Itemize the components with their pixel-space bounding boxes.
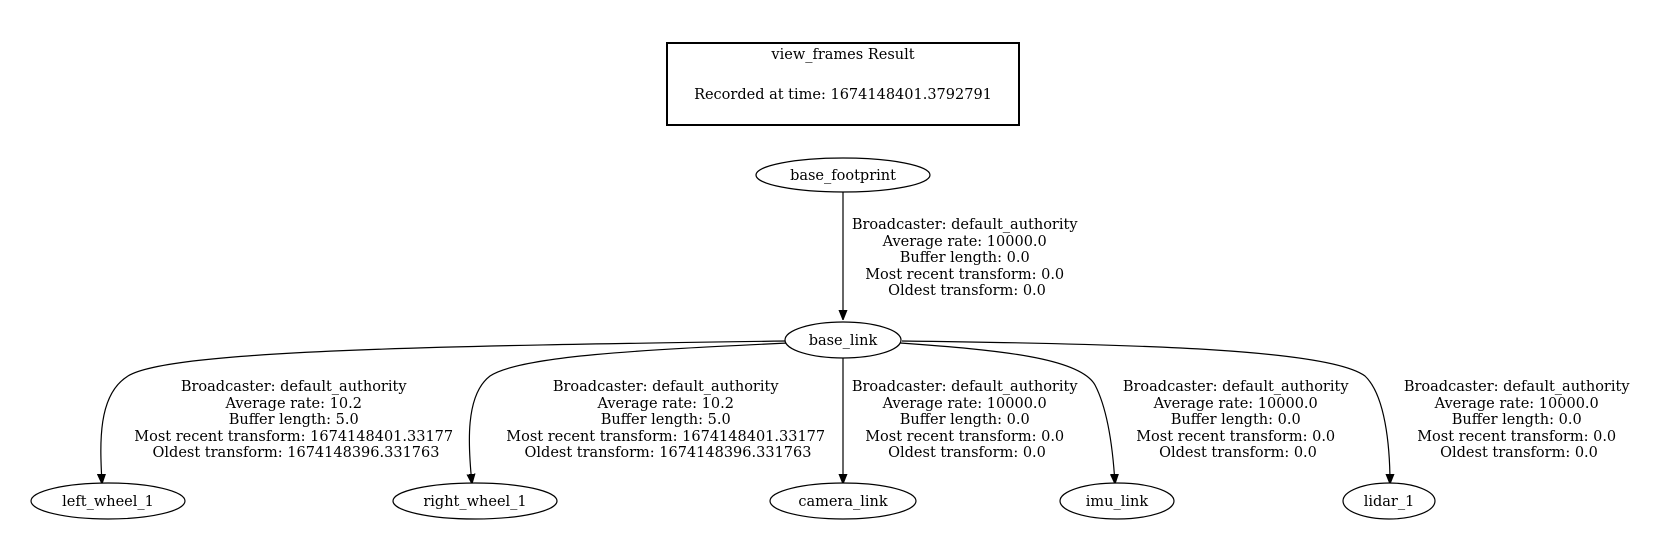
node-lidar-1: lidar_1 — [1342, 482, 1436, 520]
edge-label: Broadcaster: default_authority Average r… — [852, 217, 1082, 299]
edge-base-link-to-camera-link: Broadcaster: default_authority Average r… — [843, 358, 1082, 484]
edge-label: Broadcaster: default_authority Average r… — [1404, 379, 1634, 461]
header-border — [666, 42, 1020, 126]
header-recorded-time: Recorded at time: 1674148401.3792791 — [694, 87, 992, 103]
node-imu-link: imu_link — [1059, 482, 1175, 520]
edge-label: Broadcaster: default_authority Average r… — [1123, 379, 1353, 461]
edge-base-link-to-lidar-1: Broadcaster: default_authority Average r… — [901, 340, 1634, 484]
node-label: imu_link — [1086, 494, 1149, 510]
node-ellipse — [1059, 482, 1175, 520]
node-label: right_wheel_1 — [423, 494, 526, 510]
node-label: left_wheel_1 — [62, 494, 154, 510]
node-label: camera_link — [798, 494, 888, 510]
node-base-footprint: base_footprint — [755, 157, 931, 193]
node-ellipse — [755, 157, 931, 193]
edge-line — [899, 342, 1115, 484]
node-label: lidar_1 — [1364, 494, 1415, 510]
header-box: view_frames Result Recorded at time: 167… — [666, 42, 1020, 126]
node-left-wheel-1: left_wheel_1 — [30, 482, 186, 520]
edge-line — [101, 340, 787, 484]
node-ellipse — [769, 482, 917, 520]
edge-line — [469, 342, 789, 484]
edge-base-link-to-left-wheel-1: Broadcaster: default_authority Average r… — [101, 340, 787, 484]
edge-base-link-to-right-wheel-1: Broadcaster: default_authority Average r… — [469, 342, 830, 484]
node-ellipse — [392, 482, 558, 520]
edge-base-link-to-imu-link: Broadcaster: default_authority Average r… — [899, 342, 1353, 484]
node-camera-link: camera_link — [769, 482, 917, 520]
edge-base-footprint-to-base-link: Broadcaster: default_authority Average r… — [843, 192, 1082, 320]
edge-label: Broadcaster: default_authority Average r… — [134, 379, 458, 461]
edge-label: Broadcaster: default_authority Average r… — [506, 379, 830, 461]
edge-label: Broadcaster: default_authority Average r… — [852, 379, 1082, 461]
node-ellipse — [784, 321, 902, 359]
header-title: view_frames Result — [770, 47, 914, 63]
node-label: base_link — [809, 333, 878, 349]
node-base-link: base_link — [784, 321, 902, 359]
node-ellipse — [30, 482, 186, 520]
node-ellipse — [1342, 482, 1436, 520]
node-label: base_footprint — [790, 168, 896, 184]
edge-line — [901, 340, 1390, 484]
node-right-wheel-1: right_wheel_1 — [392, 482, 558, 520]
